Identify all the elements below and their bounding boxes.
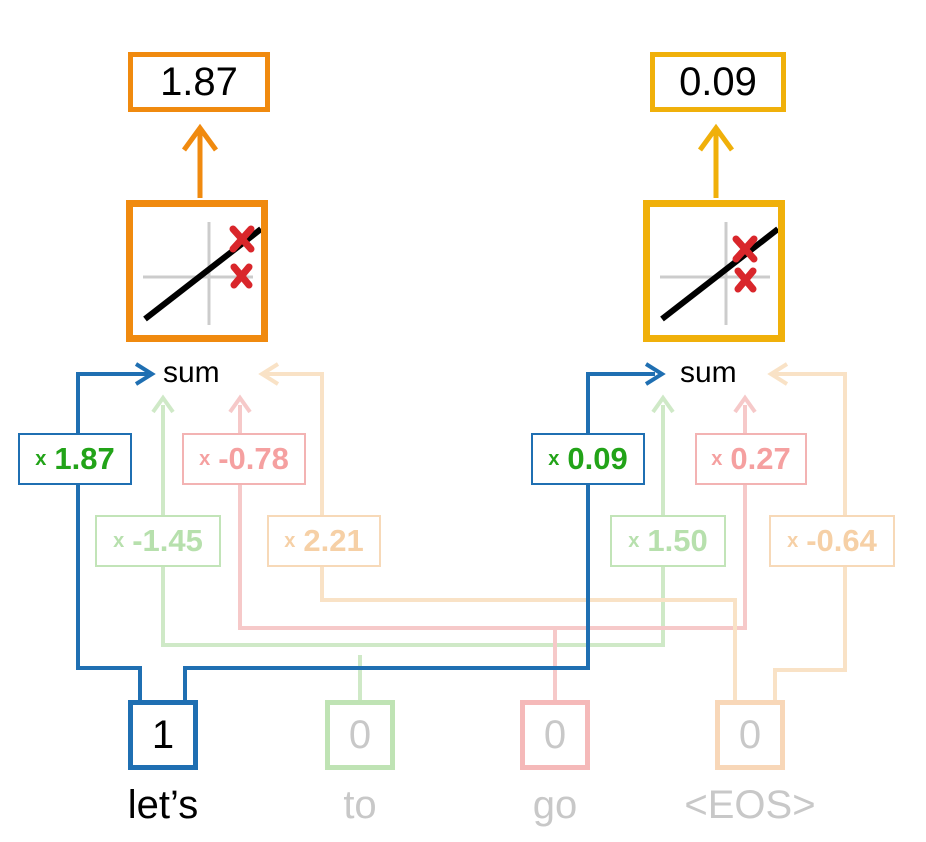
multiply-sign: x: [35, 447, 47, 470]
weight-go-right: x 0.27: [695, 433, 807, 485]
multiply-sign: x: [787, 529, 799, 552]
multiply-sign: x: [284, 529, 296, 552]
output-box-right: 0.09: [650, 52, 786, 112]
to-arrowhead-right: [651, 394, 675, 414]
eos-arrowhead-left: [258, 362, 280, 386]
weight-eos-right: x -0.64: [769, 515, 895, 567]
eos-arrowhead-right: [767, 362, 789, 386]
output-arrows: [181, 123, 735, 198]
lets-arrowhead-right: [644, 362, 666, 386]
weight-value: 2.21: [303, 523, 364, 558]
activation-plot-left: [126, 200, 268, 342]
lets-arrowhead-left: [134, 362, 156, 386]
output-box-left: 1.87: [128, 52, 270, 112]
output-value-left: 1.87: [160, 59, 238, 104]
weight-value: -1.45: [132, 523, 203, 558]
weight-lets-right: x 0.09: [531, 433, 645, 485]
token-go: go: [532, 783, 578, 827]
weight-lets-left: x 1.87: [18, 433, 132, 485]
go-arrowhead-right: [733, 394, 757, 414]
input-value: 1: [151, 712, 175, 757]
eos-connections: [258, 362, 847, 700]
activation-plot-left-graphic: [143, 222, 261, 325]
weight-value: 1.87: [54, 441, 115, 476]
lets-connections: [76, 362, 666, 700]
multiply-sign: x: [113, 529, 125, 552]
up-arrow-left: [181, 123, 219, 198]
to-arrowhead-left: [151, 394, 175, 414]
multiply-sign: x: [628, 529, 640, 552]
weight-to-left: x -1.45: [95, 515, 221, 567]
weight-to-right: x 1.50: [610, 515, 726, 567]
up-arrow-right: [697, 123, 735, 198]
input-value: 0: [738, 712, 762, 757]
input-value: 0: [543, 712, 567, 757]
weight-value: -0.64: [806, 523, 877, 558]
token-lets: let’s: [127, 783, 199, 827]
lets-lines: [76, 372, 655, 700]
input-go: 0: [520, 700, 590, 770]
input-eos: 0: [715, 700, 785, 770]
input-to: 0: [325, 700, 395, 770]
weight-go-left: x -0.78: [182, 433, 306, 485]
multiply-sign: x: [199, 447, 211, 470]
eos-lines: [265, 372, 847, 700]
x-marks: [732, 235, 758, 293]
weight-value: 1.50: [647, 523, 708, 558]
go-arrowhead-left: [228, 394, 252, 414]
weight-eos-left: x 2.21: [267, 515, 381, 567]
sum-label-right: sum: [680, 356, 737, 389]
multiply-sign: x: [711, 447, 723, 470]
output-value-right: 0.09: [679, 59, 757, 104]
weight-value: 0.27: [730, 441, 791, 476]
weight-value: 0.09: [567, 441, 628, 476]
sum-label-left: sum: [163, 356, 220, 389]
activation-plot-right: [643, 200, 785, 342]
multiply-sign: x: [548, 447, 560, 470]
token-to: to: [343, 783, 377, 827]
input-lets: 1: [128, 700, 198, 770]
weight-value: -0.78: [218, 441, 289, 476]
input-value: 0: [348, 712, 372, 757]
activation-plot-right-graphic: [660, 222, 778, 325]
x-marks: [229, 225, 255, 289]
token-eos: <EOS>: [684, 783, 816, 827]
